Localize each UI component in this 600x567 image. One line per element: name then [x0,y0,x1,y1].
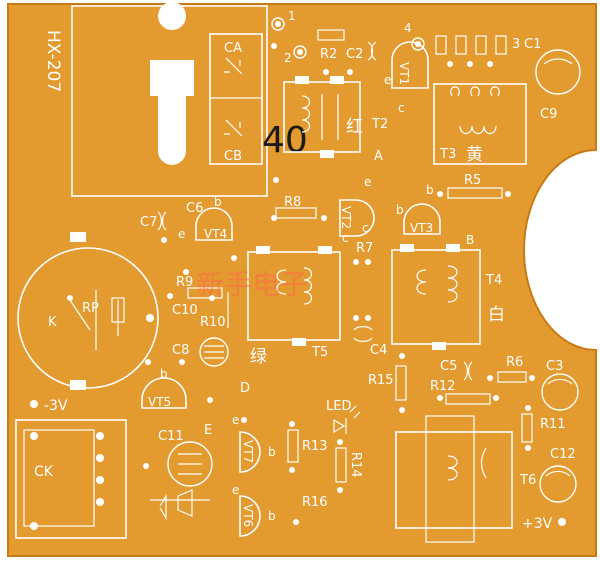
label-ca: CA [224,41,242,56]
label-r8: R8 [284,195,301,210]
label-neg3v: -3V [44,398,68,414]
label-e-c11: E [204,423,212,438]
label-vt1: VT1 [397,62,411,85]
label-pin3: 3 [512,37,520,52]
label-k: K [48,315,57,330]
label-green: 绿 [250,347,267,367]
label-red: 红 [346,117,363,137]
label-e-vt6: e [232,483,239,497]
label-r15: R15 [368,373,394,388]
label-c-vt2: c [362,221,369,235]
label-t4: T4 [485,273,502,288]
label-white: 白 [488,305,505,325]
label-c9: C9 [540,107,557,122]
label-a: A [374,149,383,164]
label-vt7: VT7 [241,440,255,463]
label-e-vt1: e [384,73,391,87]
through-holes [145,43,535,493]
label-r11: R11 [540,417,566,432]
label-r2: R2 [320,47,337,62]
label-c-r7: c [342,231,349,245]
model-label: HX-207 [43,30,63,92]
label-b-vt6: b [268,509,276,523]
label-b-vt4: b [214,195,222,209]
label-d: D [240,381,250,396]
label-e-vt2: e [364,175,371,189]
label-b-vt2: b [396,203,404,217]
label-vt4: VT4 [204,227,227,241]
label-b-vt5: b [160,367,168,381]
label-r5: R5 [464,173,481,188]
transformer-t3 [433,83,527,165]
label-c6: C6 [186,201,203,216]
label-e-vt7: e [232,413,239,427]
label-b-t4: B [466,233,474,247]
volume-pot-outline [17,247,159,389]
label-yellow: 黄 [466,145,483,165]
tuning-cap-block [209,33,263,165]
label-c-vt1: c [398,101,405,115]
label-c8: C8 [172,343,189,358]
label-c4: C4 [370,343,387,358]
label-led: LED [326,399,351,414]
label-t6: T6 [519,473,536,488]
label-r9: R9 [176,275,193,290]
label-rp: RP [82,301,99,316]
label-c10: C10 [172,303,198,318]
label-pin1: 1 [288,9,296,23]
label-c11: C11 [158,429,184,444]
label-cb: CB [224,149,242,164]
label-r12: R12 [430,379,456,394]
label-c1: C1 [524,37,541,52]
pcb-substrate [7,3,597,557]
label-vt5: VT5 [148,395,171,409]
label-b-vt3: b [426,183,434,197]
label-vt3: VT3 [410,221,433,235]
label-r13: R13 [302,439,328,454]
label-c7: C7 [140,215,157,230]
label-c5: C5 [440,359,457,374]
handwritten-mark: 40 [262,120,308,161]
label-vt2: VT2 [339,206,353,229]
ck-connector-outline [15,419,127,539]
label-t2: T2 [371,117,388,132]
label-pin2: 2 [284,51,292,65]
label-r14: R14 [348,452,363,478]
label-t3: T3 [439,147,456,162]
label-pin4: 4 [404,21,412,35]
label-r16: R16 [302,495,328,510]
label-c3: C3 [546,359,563,374]
label-ck: CK [34,464,54,480]
label-vt6: VT6 [241,504,255,527]
label-r10: R10 [200,315,226,330]
label-r7: R7 [356,241,373,256]
label-r6: R6 [506,355,523,370]
label-e-vt4: e [178,227,185,241]
transformer-t6 [395,431,513,529]
label-t5: T5 [311,345,328,360]
label-pos3v: +3V [522,516,553,532]
label-b-vt7: b [268,445,276,459]
label-c2: C2 [346,47,363,62]
label-c12: C12 [550,447,576,462]
tuning-cap-keyhole [150,2,194,166]
watermark: 新手电子 [196,268,308,301]
